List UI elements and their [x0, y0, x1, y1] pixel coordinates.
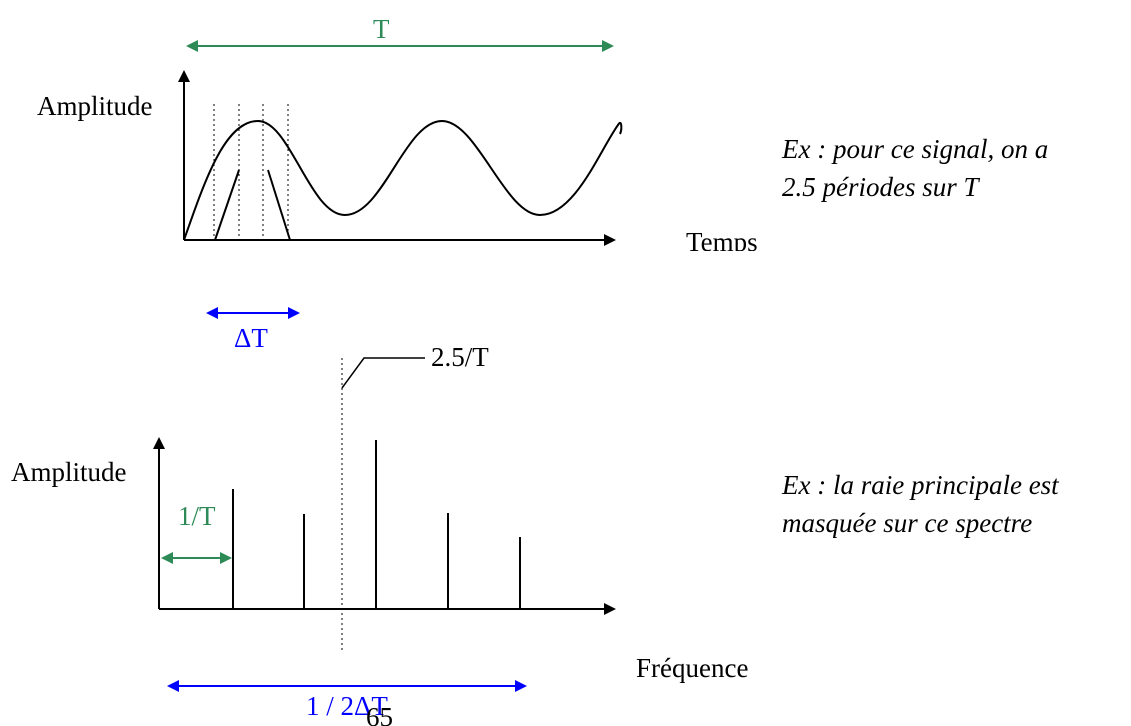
- bottom-caption-line1: Ex : la raie principale est: [782, 470, 1059, 500]
- spacing-label: 1/T: [178, 501, 216, 531]
- bottom-caption-line2: masquée sur ce spectre: [782, 508, 1033, 538]
- page-number: 65: [366, 704, 393, 726]
- period-label: T: [373, 14, 390, 44]
- ramp-rising: [214, 169, 240, 241]
- top-caption-line1: Ex : pour ce signal, on a: [782, 134, 1049, 164]
- bottom-y-axis-label: Amplitude: [11, 457, 127, 487]
- top-caption-line2: 2.5 périodes sur T: [782, 172, 979, 202]
- marker-label: 2.5/T: [431, 342, 489, 372]
- spectrum-lines: [232, 440, 521, 609]
- ramp-falling: [267, 169, 291, 241]
- bottom-x-axis-label: Fréquence: [636, 653, 749, 683]
- bottom-caption: Ex : la raie principale est masquée sur …: [782, 466, 1059, 542]
- signal-curve: [183, 119, 623, 241]
- top-caption: Ex : pour ce signal, on a 2.5 périodes s…: [782, 130, 1048, 206]
- top-y-axis-label: Amplitude: [37, 91, 153, 121]
- top-x-axis-label: Temps: [686, 229, 758, 251]
- sampling-lines: [213, 104, 289, 240]
- marker-leader: [341, 357, 425, 389]
- span-label: 1 / 2ΔT: [306, 691, 388, 721]
- delta-t-label: ΔT: [234, 323, 268, 353]
